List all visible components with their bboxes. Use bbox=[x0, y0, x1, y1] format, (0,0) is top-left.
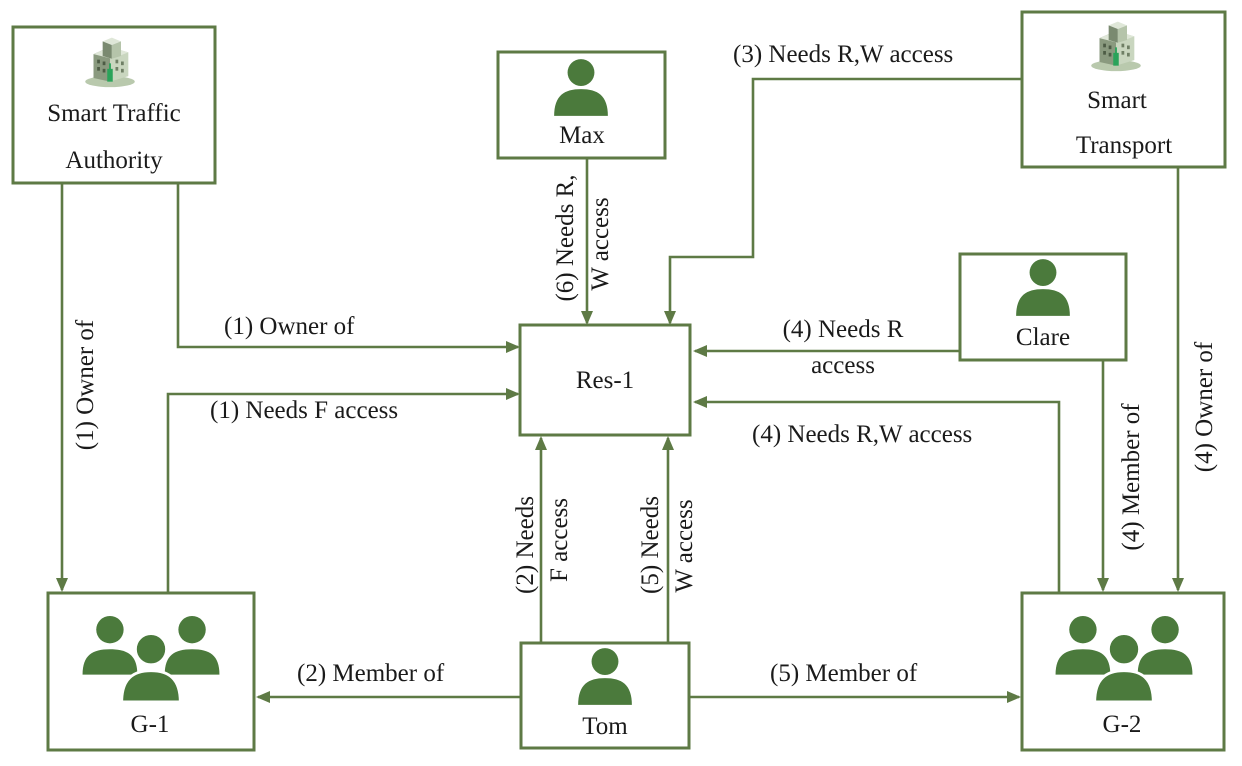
node-label: Tom bbox=[582, 713, 628, 740]
edge-label-tom-needs-w-line1: (5) Needs bbox=[637, 496, 664, 594]
edge-label-max-needs-line1: (6) Needs R, bbox=[552, 174, 579, 301]
edge-label-clare-member-g2: (4) Member of bbox=[1118, 403, 1145, 551]
node-g-2: G-2 bbox=[1020, 591, 1226, 752]
node-label: Max bbox=[559, 122, 605, 149]
edge-label-g2-needs-rw: (4) Needs R,W access bbox=[752, 421, 972, 448]
node-g-1: G-1 bbox=[46, 591, 256, 752]
edge-label-g1-needs-f: (1) Needs F access bbox=[210, 397, 398, 424]
edge-label-max-needs-line2: W access bbox=[587, 197, 614, 290]
edge-label-st-owner-g2: (4) Owner of bbox=[1191, 341, 1218, 472]
node-label-line1: Smart bbox=[1087, 87, 1147, 114]
node-label: G-2 bbox=[1103, 711, 1142, 738]
edge-label-tom-needs-f-line1: (2) Needs bbox=[512, 496, 539, 594]
edge-g1-needs-f bbox=[166, 388, 520, 593]
edge-label-tom-member-g2: (5) Member of bbox=[770, 660, 918, 687]
node-label-line2: Transport bbox=[1076, 132, 1172, 159]
node-label-line1: Smart Traffic bbox=[47, 100, 181, 127]
edge-sta-owner-res1 bbox=[176, 183, 520, 353]
edge-label-tom-needs-w-line2: W access bbox=[671, 499, 698, 592]
edge-label-tom-member-g1: (2) Member of bbox=[297, 660, 445, 687]
node-label-line2: Authority bbox=[65, 147, 163, 174]
node-label: Res-1 bbox=[576, 367, 634, 394]
node-tom: Tom bbox=[519, 641, 691, 750]
node-res-1: Res-1 bbox=[518, 323, 692, 437]
edge-label-tom-needs-f-line2: F access bbox=[546, 498, 573, 582]
edge-label-sta-owner-res1: (1) Owner of bbox=[224, 313, 355, 340]
node-clare: Clare bbox=[958, 252, 1128, 362]
edge-st-needs-rw bbox=[664, 77, 1022, 325]
node-smart-transport: Smart Transport bbox=[1020, 10, 1227, 169]
edge-label-sta-owner-g1: (1) Owner of bbox=[72, 319, 99, 450]
edge-label-clare-needs-line1: (4) Needs R bbox=[783, 316, 904, 343]
node-smart-traffic-authority: Smart Traffic Authority bbox=[11, 25, 217, 185]
edge-label-st-needs-rw: (3) Needs R,W access bbox=[733, 41, 953, 68]
node-label: Clare bbox=[1016, 324, 1070, 351]
edge-g2-needs-rw bbox=[693, 396, 1061, 593]
node-max: Max bbox=[496, 50, 667, 160]
node-label: G-1 bbox=[131, 711, 170, 738]
edge-label-clare-needs-line2: access bbox=[811, 352, 875, 379]
